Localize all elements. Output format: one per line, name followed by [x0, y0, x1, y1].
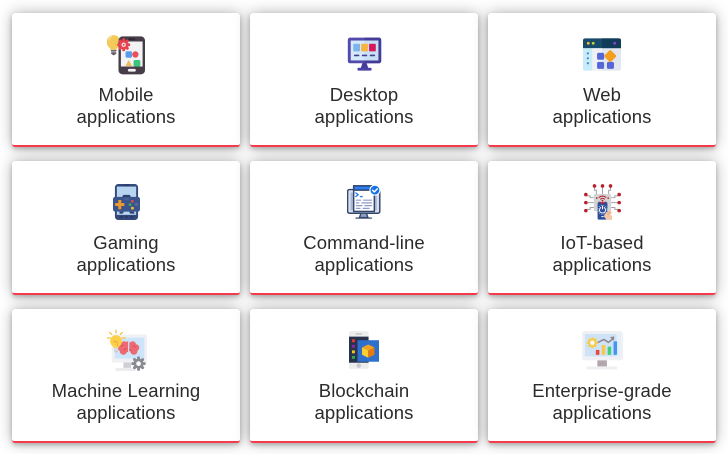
card-label: Enterprise-grade applications: [532, 380, 671, 424]
card-machine-learning-applications: Machine Learning applications: [12, 309, 240, 443]
card-label-line1: Web: [582, 84, 621, 105]
desktop-applications-icon: [347, 28, 382, 80]
card-label-line1: Enterprise-grade: [532, 380, 672, 401]
enterprise-grade-applications-icon: [581, 324, 624, 376]
card-label-line2: applications: [314, 254, 414, 275]
card-command-line-applications: Command-line applications: [250, 161, 478, 295]
machine-learning-applications-icon: [106, 324, 147, 376]
card-label: Mobile applications: [77, 84, 176, 128]
card-label-line1: Desktop: [329, 84, 399, 105]
card-label: Command-line applications: [303, 232, 425, 276]
command-line-applications-icon: [347, 176, 381, 228]
card-label-line2: applications: [314, 402, 414, 423]
card-label-line2: applications: [552, 402, 652, 423]
card-label-line1: IoT-based: [560, 232, 644, 253]
iot-applications-icon: [583, 176, 621, 228]
card-label-line1: Command-line: [303, 232, 425, 253]
card-mobile-applications: Mobile applications: [12, 13, 240, 147]
card-label-line1: Machine Learning: [51, 380, 201, 401]
card-label: Web applications: [553, 84, 652, 128]
mobile-applications-icon: [107, 28, 145, 80]
card-label-line2: applications: [76, 254, 176, 275]
card-label-line2: applications: [314, 106, 414, 127]
card-blockchain-applications: Blockchain applications: [250, 309, 478, 443]
card-label: Desktop applications: [315, 84, 414, 128]
card-label-line1: Gaming: [93, 232, 159, 253]
card-label-line2: applications: [76, 402, 176, 423]
card-label-line2: applications: [76, 106, 176, 127]
card-iot-applications: IoT-based applications: [488, 161, 716, 295]
web-applications-icon: [583, 28, 621, 80]
card-web-applications: Web applications: [488, 13, 716, 147]
card-label: Blockchain applications: [315, 380, 414, 424]
card-label: Machine Learning applications: [52, 380, 201, 424]
gaming-applications-icon: [112, 176, 140, 228]
card-label-line2: applications: [552, 254, 652, 275]
card-label: IoT-based applications: [553, 232, 652, 276]
card-label-line1: Blockchain: [318, 380, 410, 401]
card-label: Gaming applications: [77, 232, 176, 276]
card-label-line1: Mobile: [98, 84, 154, 105]
card-desktop-applications: Desktop applications: [250, 13, 478, 147]
card-gaming-applications: Gaming applications: [12, 161, 240, 295]
blockchain-applications-icon: [349, 324, 379, 376]
card-label-line2: applications: [552, 106, 652, 127]
card-enterprise-grade-applications: Enterprise-grade applications: [488, 309, 716, 443]
